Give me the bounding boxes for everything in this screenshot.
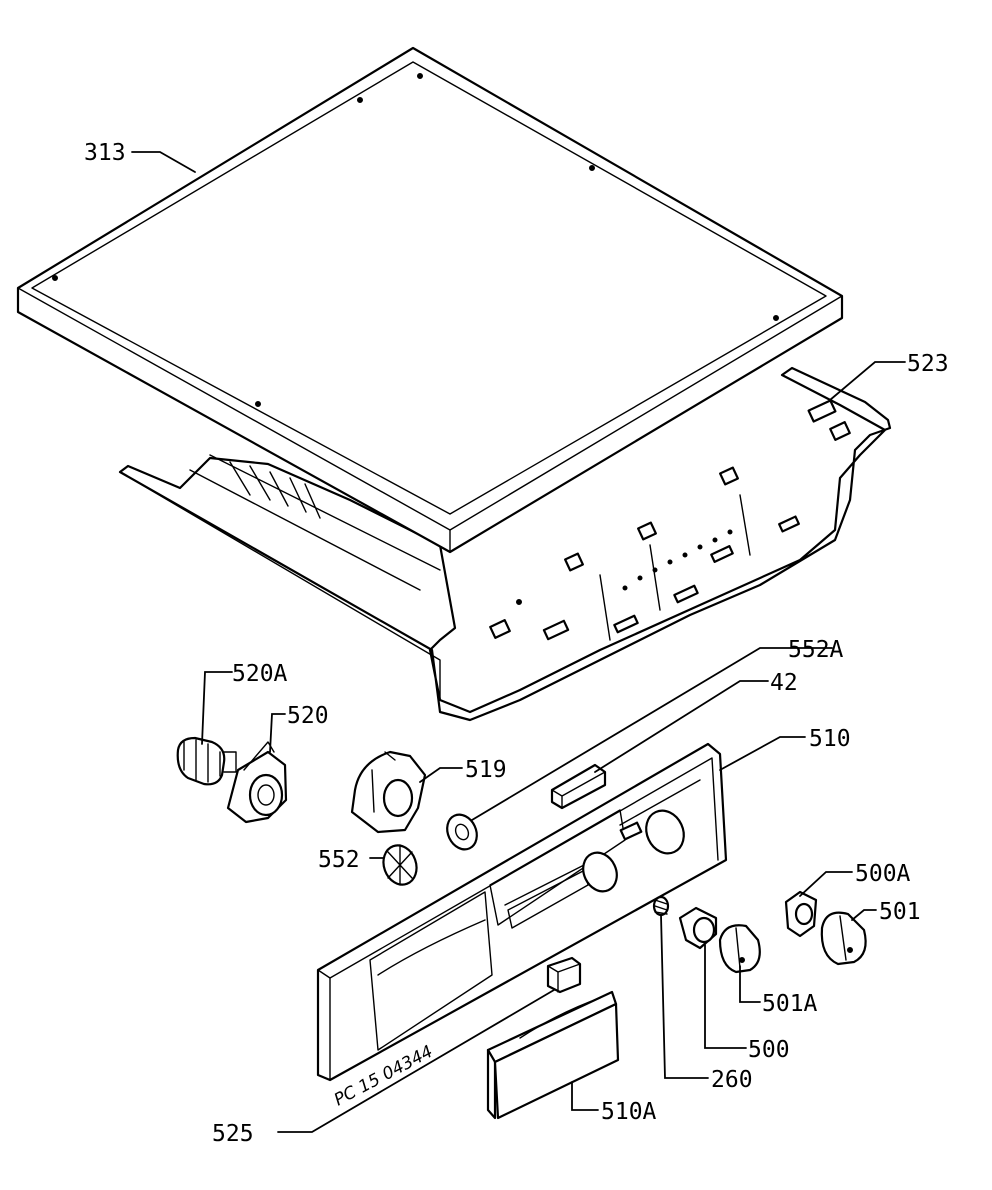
callout-520: 520 <box>287 703 329 729</box>
callout-260: 260 <box>711 1067 753 1093</box>
part-500-knob-shaft <box>678 906 718 950</box>
part-260-spring <box>652 895 670 917</box>
callout-520a: 520A <box>232 661 288 687</box>
leader-lines <box>131 151 906 1133</box>
part-42-switch <box>550 763 607 810</box>
part-523-panel-frame <box>118 366 892 722</box>
part-313-top-lid <box>16 46 844 554</box>
callout-42: 42 <box>770 670 798 696</box>
part-519-housing <box>350 750 427 834</box>
callout-501: 501 <box>879 899 921 925</box>
callout-501a: 501A <box>762 991 818 1017</box>
callout-510a: 510A <box>601 1099 657 1125</box>
callout-552a: 552A <box>788 637 844 663</box>
callout-510: 510 <box>809 726 851 752</box>
callout-519: 519 <box>465 757 507 783</box>
callout-labels: 313 523 552A 520A 42 520 510 519 552 500… <box>84 140 949 1147</box>
part-520 <box>226 741 288 824</box>
part-552-holder <box>382 844 418 886</box>
callout-552: 552 <box>318 847 360 873</box>
callout-313: 313 <box>84 140 126 166</box>
callout-500a: 500A <box>855 861 911 887</box>
part-520a <box>176 736 237 786</box>
callout-500: 500 <box>748 1037 790 1063</box>
callout-523: 523 <box>907 351 949 377</box>
part-501a-knob <box>718 924 761 974</box>
callout-525: 525 <box>212 1121 254 1147</box>
part-501-knob <box>820 911 867 966</box>
part-510a-cover <box>486 990 620 1120</box>
part-552a-ring <box>446 813 478 851</box>
part-500a-shaft <box>784 890 818 938</box>
part-525-clip <box>546 956 582 994</box>
